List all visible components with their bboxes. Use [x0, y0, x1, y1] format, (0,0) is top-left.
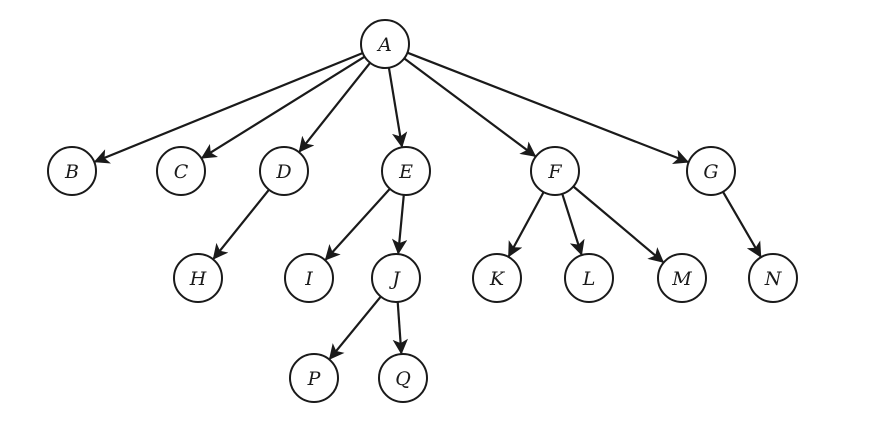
node-e: E	[381, 146, 431, 196]
node-label: G	[703, 161, 718, 183]
edge-a-g	[407, 51, 690, 165]
node-circle	[381, 146, 431, 196]
edges-layer	[93, 51, 762, 360]
node-l: L	[564, 253, 614, 303]
edge-a-c	[200, 55, 366, 159]
node-label: E	[398, 161, 413, 183]
node-h: H	[173, 253, 223, 303]
node-label: D	[275, 161, 291, 183]
node-j: J	[371, 253, 421, 303]
node-d: D	[259, 146, 309, 196]
node-b: B	[47, 146, 97, 196]
node-circle	[360, 19, 410, 69]
node-circle	[378, 353, 428, 403]
node-label: B	[64, 161, 79, 183]
edge-f-m	[572, 185, 665, 263]
node-circle	[472, 253, 522, 303]
node-m: M	[657, 253, 707, 303]
node-p: P	[289, 353, 339, 403]
node-label: P	[307, 368, 322, 390]
node-circle	[156, 146, 206, 196]
edge-e-i	[324, 188, 391, 261]
edge-e-j	[391, 194, 408, 255]
node-circle	[748, 253, 798, 303]
node-circle	[657, 253, 707, 303]
node-label: K	[489, 268, 506, 290]
node-label: F	[547, 161, 562, 183]
edge-a-b	[93, 51, 364, 164]
node-g: G	[686, 146, 736, 196]
node-label: M	[671, 268, 692, 290]
edge-f-l	[561, 193, 585, 256]
node-n: N	[748, 253, 798, 303]
node-circle	[371, 253, 421, 303]
edge-a-d	[298, 62, 371, 153]
edge-a-e	[387, 67, 408, 148]
node-label: A	[376, 34, 392, 56]
node-circle	[289, 353, 339, 403]
edge-a-f	[403, 57, 537, 157]
node-k: K	[472, 253, 522, 303]
node-label: N	[764, 268, 783, 290]
node-circle	[284, 253, 334, 303]
node-circle	[564, 253, 614, 303]
edge-f-k	[507, 191, 545, 258]
node-label: C	[174, 161, 189, 183]
edge-j-q	[392, 301, 409, 355]
node-label: L	[582, 268, 596, 290]
node-a: A	[360, 19, 410, 69]
node-label: H	[189, 268, 207, 290]
node-q: Q	[378, 353, 428, 403]
node-label: I	[304, 268, 313, 290]
node-circle	[530, 146, 580, 196]
node-i: I	[284, 253, 334, 303]
node-circle	[686, 146, 736, 196]
node-label: J	[388, 268, 401, 290]
node-circle	[259, 146, 309, 196]
edge-g-n	[722, 191, 762, 258]
nodes-layer: A B C D E F G H I J K L M N P Q	[47, 19, 798, 403]
node-circle	[47, 146, 97, 196]
edge-j-p	[328, 295, 382, 360]
node-circle	[173, 253, 223, 303]
node-label: Q	[395, 368, 411, 390]
edge-d-h	[212, 189, 270, 260]
node-f: F	[530, 146, 580, 196]
node-c: C	[156, 146, 206, 196]
